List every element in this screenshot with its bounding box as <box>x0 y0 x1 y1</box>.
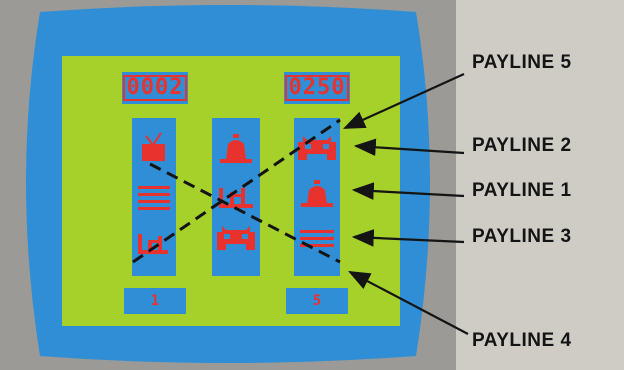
hut-icon <box>219 188 253 208</box>
payline-5-dashed <box>132 118 341 264</box>
left-counter-value: 0002 <box>122 75 188 101</box>
hut-icon <box>138 234 168 254</box>
payline-4-label: PAYLINE 4 <box>472 330 572 351</box>
payline-3-arrow <box>351 229 465 247</box>
payline-4-arrow <box>348 270 469 335</box>
bell-icon <box>220 134 252 163</box>
tv-icon <box>142 132 165 161</box>
right-bet-value: 5 <box>312 293 322 309</box>
bell-icon <box>301 180 333 207</box>
payline-2-arrow <box>353 138 465 157</box>
payline-5-arrow <box>342 72 465 130</box>
right-counter-value: 0250 <box>284 75 350 101</box>
bars-icon <box>138 186 170 210</box>
payline-5-label: PAYLINE 5 <box>472 52 572 73</box>
left-counter: 0002 <box>122 72 188 104</box>
right-bet-box: 5 <box>286 288 348 314</box>
left-bet-box: 1 <box>124 288 186 314</box>
left-bet-value: 1 <box>150 293 160 309</box>
payline-1-arrow <box>351 182 465 200</box>
payline-1-label: PAYLINE 1 <box>472 180 572 201</box>
right-counter: 0250 <box>284 72 350 104</box>
payline-2-label: PAYLINE 2 <box>472 135 572 156</box>
payline-4-dashed <box>149 162 341 264</box>
bars-icon <box>300 230 334 247</box>
car-icon <box>217 226 255 250</box>
payline-3-label: PAYLINE 3 <box>472 226 572 247</box>
